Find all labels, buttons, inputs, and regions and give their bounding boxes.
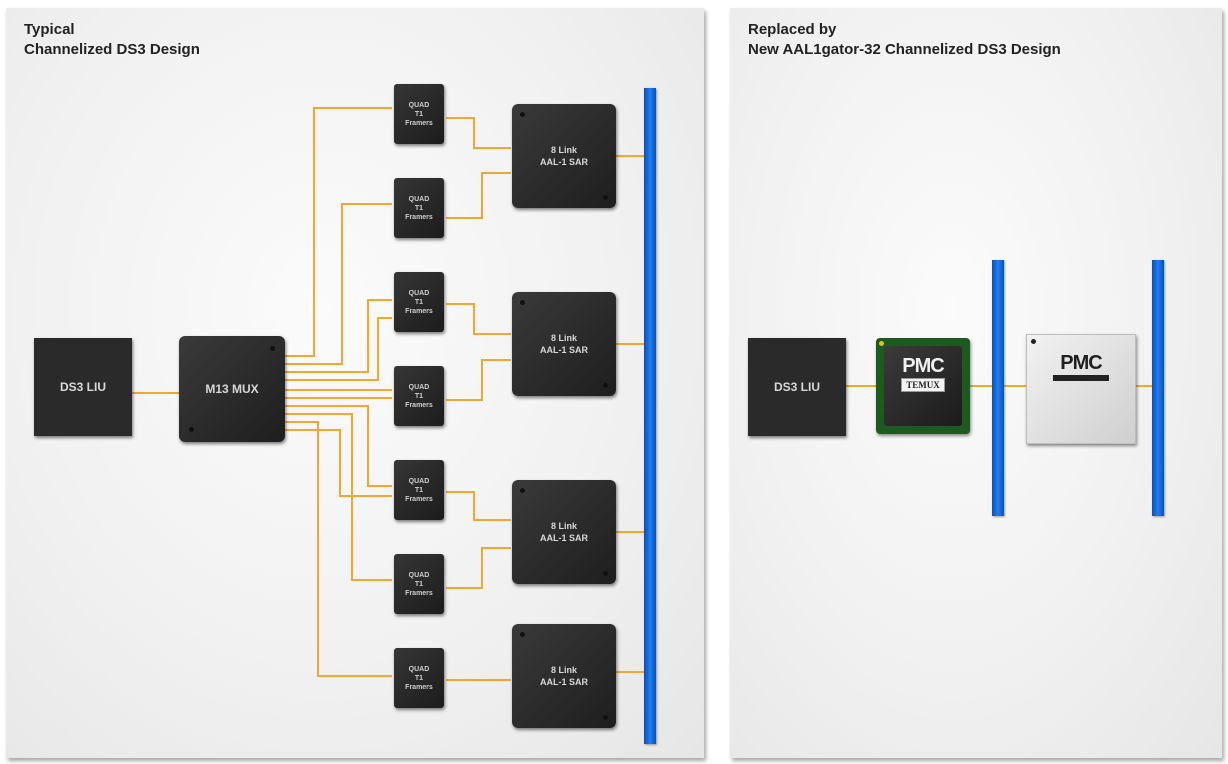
sar-label: 8 Link AAL-1 SAR	[539, 665, 588, 687]
signal-wires	[846, 385, 1152, 387]
pin1-marker	[879, 341, 884, 346]
pmc-logo: PMC	[902, 355, 944, 377]
aal1gator-32-chip: PMC	[1026, 334, 1136, 444]
signal-wires	[132, 107, 644, 681]
framer-label: QUAD T1 Framers	[405, 195, 433, 221]
aal1-sar-chip: 8 Link AAL-1 SAR	[512, 292, 616, 396]
panel-title: Replaced by New AAL1gator-32 Channelized…	[748, 20, 1061, 60]
framer-label: QUAD T1 Framers	[405, 383, 433, 409]
panel-title: Typical Channelized DS3 Design	[24, 20, 200, 60]
framer-chip: QUAD T1 Framers	[394, 456, 444, 524]
ds3-liu-label: DS3 LIU	[773, 380, 820, 394]
framer-label: QUAD T1 Framers	[405, 289, 433, 315]
framer-chip: QUAD T1 Framers	[394, 268, 444, 336]
pin1-marker	[1031, 339, 1036, 344]
sar-label: 8 Link AAL-1 SAR	[539, 333, 588, 355]
framer-label: QUAD T1 Framers	[405, 571, 433, 597]
sar-label: 8 Link AAL-1 SAR	[539, 521, 588, 543]
ds3-liu-chip: DS3 LIU	[34, 338, 132, 436]
typical-design-panel: Typical Channelized DS3 Design	[6, 8, 704, 758]
framer-label: QUAD T1 Framers	[405, 101, 433, 127]
system-bus	[992, 260, 1004, 516]
sar-label: 8 Link AAL-1 SAR	[539, 145, 588, 167]
aal1-sar-chip: 8 Link AAL-1 SAR	[512, 624, 616, 728]
framer-chip: QUAD T1 Framers	[394, 644, 444, 712]
replacement-design-panel: Replaced by New AAL1gator-32 Channelized…	[730, 8, 1222, 758]
m13-mux-chip: M13 MUX	[179, 336, 285, 442]
title-line-1: Replaced by	[748, 21, 837, 38]
mux-label: M13 MUX	[205, 382, 259, 396]
framer-chip: QUAD T1 Framers	[394, 80, 444, 148]
title-line-1: Typical	[24, 21, 75, 38]
ds3-liu-chip: DS3 LIU	[748, 338, 846, 436]
temux-name: TEMUX	[901, 378, 945, 392]
system-bus	[1152, 260, 1164, 516]
aal1-sar-chip: 8 Link AAL-1 SAR	[512, 104, 616, 208]
framer-label: QUAD T1 Framers	[405, 477, 433, 503]
framer-label: QUAD T1 Framers	[405, 665, 433, 691]
system-bus	[644, 88, 656, 744]
aal1-sar-chip: 8 Link AAL-1 SAR	[512, 480, 616, 584]
ds3-liu-label: DS3 LIU	[59, 380, 106, 394]
framer-chip: QUAD T1 Framers	[394, 550, 444, 618]
part-name-bar	[1053, 375, 1109, 381]
title-line-2: New AAL1gator-32 Channelized DS3 Design	[748, 41, 1061, 58]
temux-chip: PMC TEMUX	[876, 338, 970, 434]
pmc-logo: PMC	[1060, 352, 1102, 374]
framer-chip: QUAD T1 Framers	[394, 362, 444, 430]
title-line-2: Channelized DS3 Design	[24, 41, 200, 58]
framer-chip: QUAD T1 Framers	[394, 174, 444, 242]
